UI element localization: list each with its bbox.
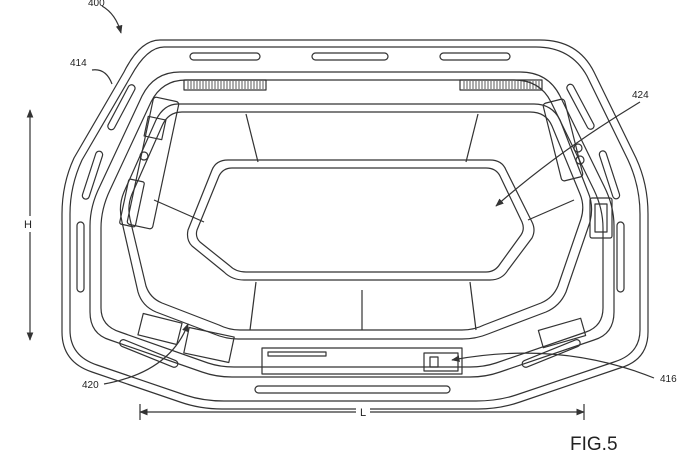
left-corner-panel — [137, 312, 183, 346]
card-reader-slot — [594, 203, 608, 233]
deck-edge — [100, 79, 604, 368]
dimension-label-bg — [356, 404, 370, 420]
label-416: 416 — [660, 374, 677, 385]
side-control-strip-right — [542, 98, 584, 182]
dimension-label-l: L — [360, 407, 366, 419]
rail-slot — [598, 150, 621, 200]
side-control-strip-left — [126, 96, 180, 230]
rail-slot — [119, 339, 179, 368]
figure-caption: FIG.5 — [570, 434, 618, 455]
label-400: 400 — [88, 0, 105, 9]
left-bottom-panel — [183, 326, 235, 364]
rail-slot — [311, 52, 389, 61]
leader-400 — [101, 5, 123, 34]
label-424: 424 — [632, 90, 649, 101]
leader-420 — [103, 323, 189, 385]
label-414: 414 — [70, 58, 87, 69]
lower-station-bar — [267, 351, 327, 357]
lower-station-panel — [261, 347, 463, 375]
rail-slot — [189, 52, 261, 61]
rail-slot — [81, 150, 104, 200]
vent-grille-right — [459, 79, 543, 91]
leader-416 — [451, 352, 655, 379]
rail-slot — [439, 52, 511, 61]
lower-station-buttons — [429, 356, 439, 368]
rail-slot — [76, 221, 85, 293]
leader-424 — [495, 101, 641, 207]
vent-slats — [187, 81, 540, 89]
label-420: 420 — [82, 380, 99, 391]
seat-dividers — [153, 113, 575, 331]
card-slot — [119, 178, 145, 228]
play-area-outer-inset — [128, 111, 584, 331]
rail-slot — [521, 339, 581, 368]
dimension-label-h: H — [24, 219, 32, 231]
rail-slot — [566, 83, 595, 130]
play-area-outer — [119, 103, 593, 340]
dimension-label-bg — [20, 216, 38, 232]
right-corner-panel — [537, 317, 587, 349]
play-field-inset — [195, 167, 524, 273]
rail-slot — [616, 221, 625, 293]
rail-slot — [107, 84, 136, 131]
lower-station-display — [423, 352, 459, 372]
play-field — [186, 159, 535, 281]
rail-inner-edge — [89, 71, 615, 378]
rail-slot — [254, 385, 451, 394]
table-outer-edge-inner — [69, 46, 641, 402]
control-knob — [573, 143, 583, 153]
leader-414 — [91, 69, 113, 85]
card-reader — [589, 197, 613, 239]
vent-grille-left — [183, 79, 267, 91]
